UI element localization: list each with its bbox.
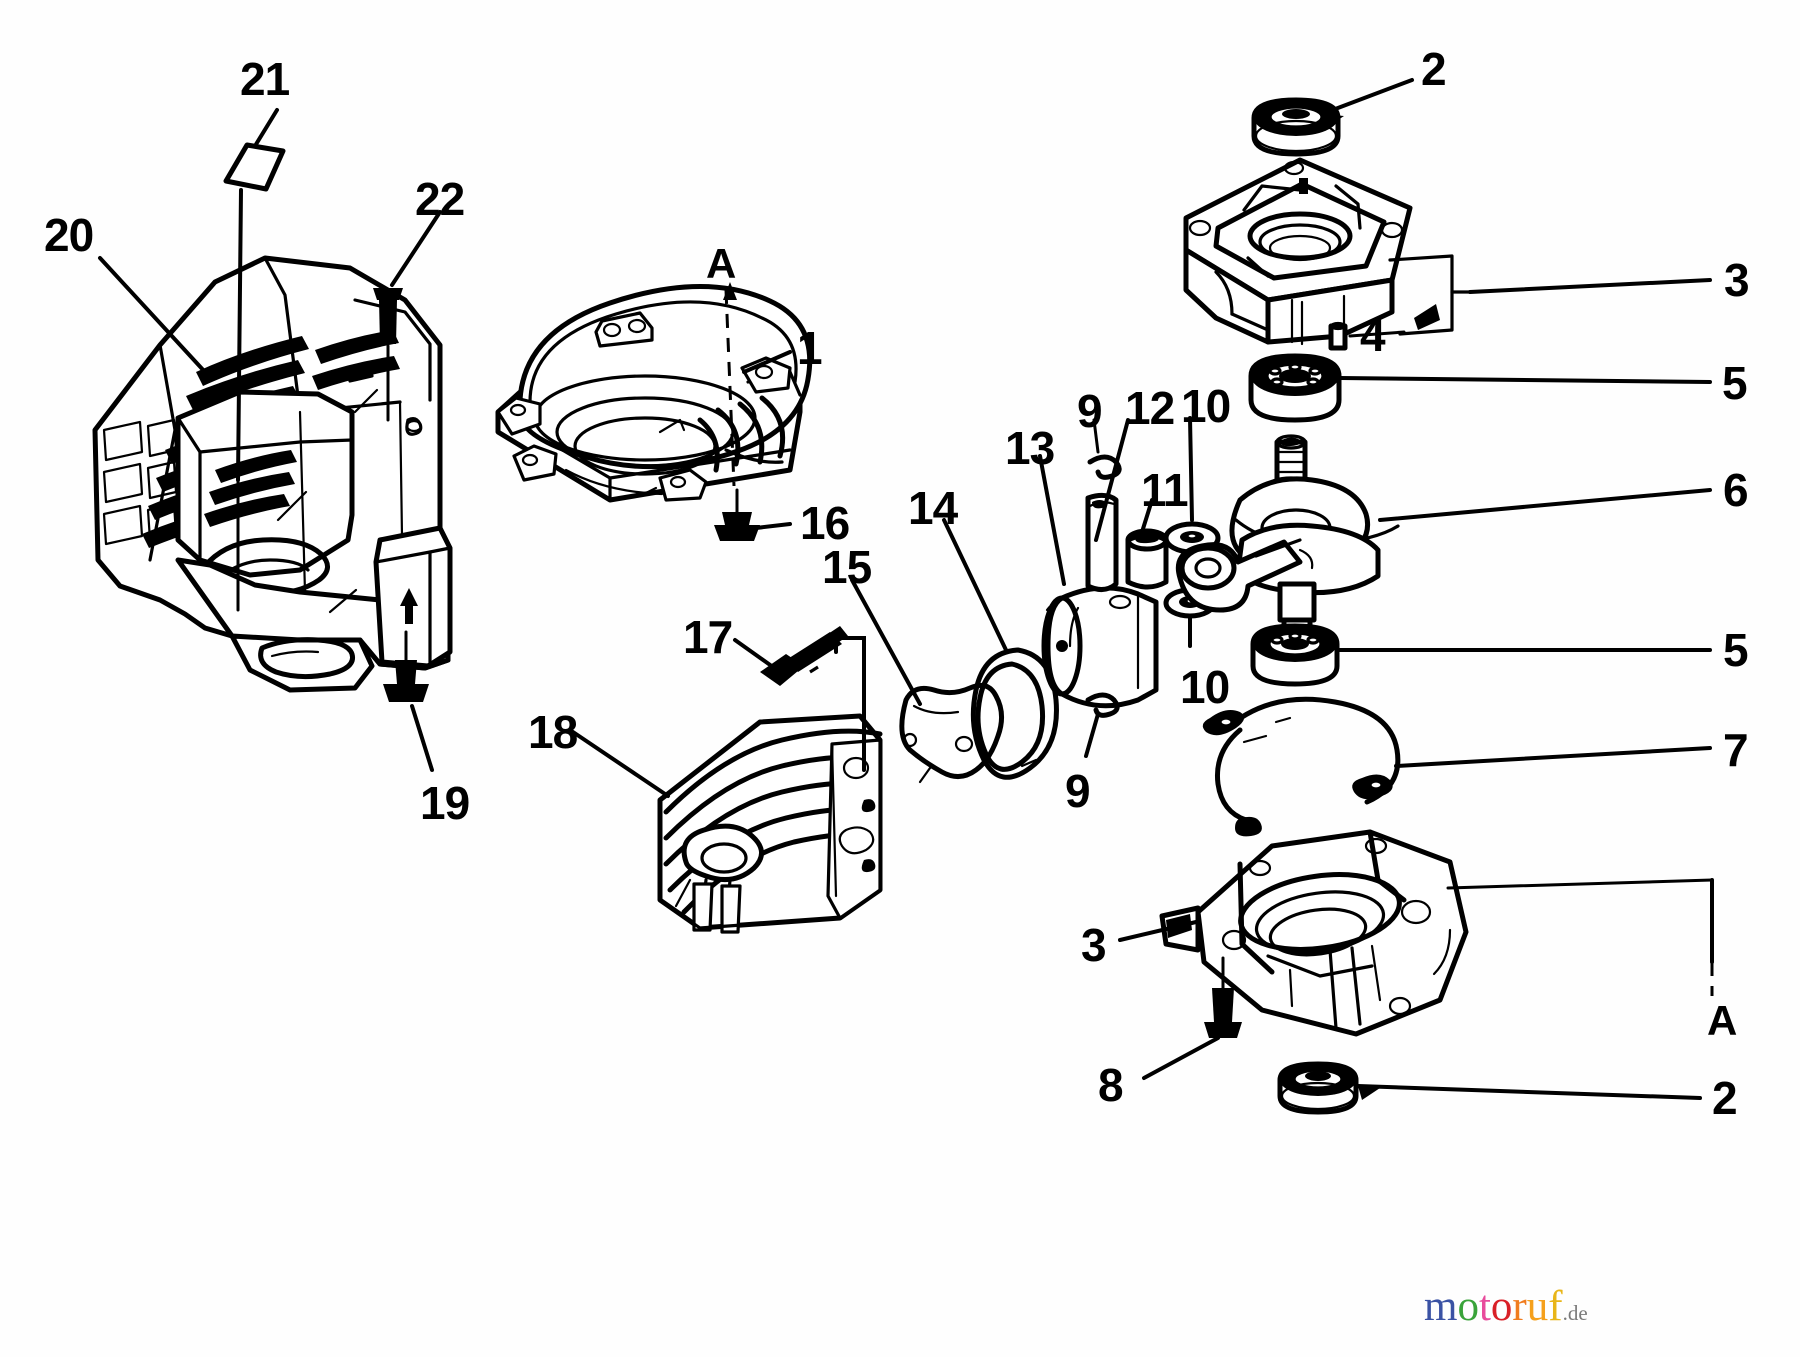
callout-9-lower: 9 [1065,765,1091,817]
callout-2-top: 2 [1421,43,1447,95]
oil-seal-bottom-art [1277,1061,1359,1115]
callout-12: 12 [1125,382,1175,434]
spark-plug-art [760,626,848,686]
site-watermark: motoruf.de [1424,1285,1588,1328]
bushing-art [1125,528,1169,590]
callout-21: 21 [240,53,290,105]
callout-section-a-top: A [706,240,737,287]
callout-10-upper: 10 [1181,380,1231,432]
callout-14: 14 [908,482,958,534]
callout-17: 17 [683,611,733,663]
callout-section-a-bottom: A [1707,997,1738,1044]
callout-4: 4 [1360,309,1386,361]
callout-3-upper: 3 [1724,254,1750,306]
crankcase-lower-art [1159,829,1469,1037]
callout-15: 15 [822,541,872,593]
ball-bearing-upper-art [1248,353,1342,423]
callout-6: 6 [1723,464,1749,516]
decal-label-art [223,142,286,192]
retaining-clip-upper-art [1087,454,1122,480]
engine-cover-art [92,255,453,693]
callout-10-lower: 10 [1180,661,1230,713]
callout-5-upper: 5 [1722,357,1748,409]
piston-pin-art [1085,492,1119,592]
retaining-clip-lower-art [1085,692,1120,718]
callout-3-lower: 3 [1081,919,1107,971]
crankshaft-art [1175,434,1400,651]
watermark-letter: o [1457,1283,1479,1330]
callout-7: 7 [1723,724,1749,776]
callout-16: 16 [800,497,850,549]
screw-cover-upper-art [373,288,403,422]
section-line-a-top [724,289,736,487]
cylinder-art [657,713,883,934]
callout-18: 18 [528,706,578,758]
watermark-letter: m [1424,1283,1458,1330]
callout-19: 19 [420,777,470,829]
callout-1: 1 [797,322,823,374]
watermark-letter: r [1512,1283,1527,1330]
retaining-spring-art [1202,696,1401,837]
blower-housing-art [495,284,813,503]
watermark-letter: f [1548,1283,1563,1330]
oil-seal-top-art [1251,97,1341,157]
callout-2-bottom: 2 [1712,1072,1738,1124]
crankcase-upper-art [1183,157,1472,346]
ball-bearing-lower-art [1250,623,1340,687]
callout-5-lower: 5 [1723,624,1749,676]
callout-20: 20 [44,209,94,261]
watermark-letter: o [1490,1283,1513,1330]
screw-cover-lower-art [383,630,429,702]
callout-11: 11 [1141,464,1189,516]
screw-blower-housing-art [714,488,760,541]
leader-lines [98,78,1712,1100]
piston-art [1041,585,1159,709]
callout-13: 13 [1005,422,1055,474]
callout-22: 22 [415,173,465,225]
dowel-pin-art [1328,321,1348,351]
watermark-letter: u [1526,1283,1549,1330]
screw-crankcase-art [1204,956,1242,1038]
watermark-letter: t [1478,1283,1491,1330]
watermark-suffix: .de [1562,1301,1588,1325]
callout-8: 8 [1098,1059,1124,1111]
callout-9-upper: 9 [1077,385,1103,437]
washer-upper-art [1163,521,1221,555]
